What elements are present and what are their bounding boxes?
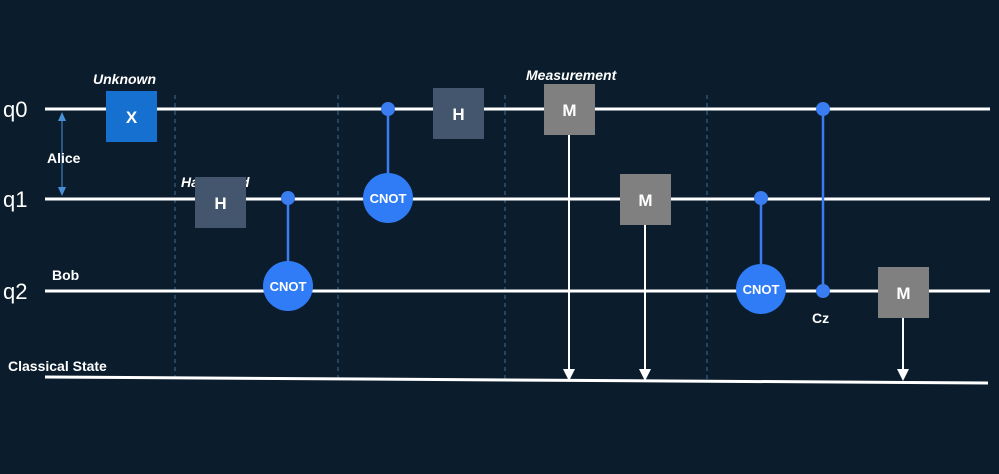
cnot-q0-q1-label: CNOT <box>370 191 407 206</box>
unknown-label: Unknown <box>93 71 156 87</box>
bob-label: Bob <box>52 267 79 283</box>
h-gate-q0-label: H <box>452 105 464 124</box>
control-dot-q1-correction <box>754 191 768 205</box>
cnot-target-q2 <box>263 261 313 311</box>
alice-arrow-up-icon <box>58 112 66 121</box>
measure-q0-arrow-icon <box>563 369 575 381</box>
x-gate-label: X <box>126 108 138 127</box>
classical-state-label: Classical State <box>8 358 107 374</box>
cz-label: Cz <box>812 310 829 326</box>
h-gate-q1-label: H <box>214 194 226 213</box>
h-gate-q1: H <box>195 177 246 228</box>
alice-label: Alice <box>47 150 81 166</box>
cnot-q0-q1: CNOT <box>363 102 413 223</box>
measurement-q0: M <box>544 84 595 381</box>
measure-q2-arrow-icon <box>897 369 909 381</box>
cz-target-dot-q2 <box>816 284 830 298</box>
cnot-correction: CNOT <box>736 191 786 314</box>
measurement-q1-label: M <box>638 191 652 210</box>
measurement-q0-label: M <box>562 101 576 120</box>
cz-control-dot-q0 <box>816 102 830 116</box>
cnot-q1-q2-label: CNOT <box>270 279 307 294</box>
q0-label: q0 <box>3 97 27 122</box>
control-dot-q0 <box>381 102 395 116</box>
cnot-correction-label: CNOT <box>743 282 780 297</box>
cnot-correction-target-q2 <box>736 264 786 314</box>
measure-q1-arrow-icon <box>639 369 651 381</box>
measurement-label: Measurement <box>526 67 618 83</box>
q1-label: q1 <box>3 187 27 212</box>
classical-wire <box>44 375 989 385</box>
q2-label: q2 <box>3 279 27 304</box>
h-gate-q0: H <box>433 88 484 139</box>
cnot-target-q1 <box>363 173 413 223</box>
alice-arrow-down-icon <box>58 187 66 196</box>
x-gate: X <box>106 91 157 142</box>
measurement-q1: M <box>620 174 671 381</box>
control-dot-q1 <box>281 191 295 205</box>
measurement-q2-label: M <box>896 284 910 303</box>
cz-gate: Cz <box>812 102 830 326</box>
measurement-q2: M <box>878 267 929 381</box>
cnot-q1-q2: CNOT <box>263 191 313 311</box>
